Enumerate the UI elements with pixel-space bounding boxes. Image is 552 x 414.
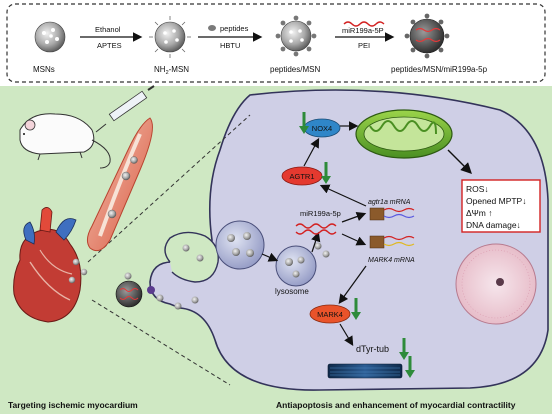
nox4-protein: NOX4 [303, 118, 341, 138]
dtyr-down-arrow [399, 338, 409, 360]
magnified-nanoparticle [115, 280, 155, 308]
label-peptides-msn: peptides/MSN [270, 65, 320, 74]
released-particles [314, 242, 330, 258]
microtubule-fiber [327, 363, 403, 379]
arrow-to-dtyr [339, 323, 354, 347]
label-peptides-reagent: peptides [220, 24, 249, 33]
effect-ros: ROS↓ [466, 184, 489, 194]
agtr1-down-arrow [321, 162, 331, 184]
cardiomyocyte-cell [149, 89, 549, 391]
label-mark4-mrna: MARK4 mRNA [368, 257, 415, 264]
mark4-mrna [369, 235, 415, 249]
label-lysosome: lysosome [275, 287, 309, 296]
fiber-down-arrow [405, 356, 415, 378]
effects-box [461, 179, 541, 233]
label-agtr1a-mrna: agtr1a mRNA [368, 199, 411, 206]
caption-right: Antiapoptosis and enhancement of myocard… [276, 400, 516, 410]
heart-illustration [13, 207, 88, 323]
arrow-release [311, 231, 321, 253]
nucleus [455, 243, 537, 325]
nh2-msn-particle [149, 16, 191, 58]
effect-membrane-potential: ΔΨm ↑ [466, 208, 492, 218]
mouse-illustration [19, 113, 111, 169]
guide-line-lower [91, 299, 231, 386]
label-aptes: APTES [97, 41, 122, 50]
label-agtr1: AGTR1 [289, 172, 314, 181]
effect-dna-damage: DNA damage↓ [466, 220, 521, 230]
arrow-to-agtr1 [319, 184, 367, 207]
extracellular-nanoparticles [124, 244, 204, 310]
peptides-msn-particle [275, 15, 317, 57]
effect-mptp: Opened MPTP↓ [466, 196, 526, 206]
label-ethanol: Ethanol [95, 25, 121, 34]
label-msns: MSNs [33, 65, 55, 74]
arrow-to-mark4-protein [338, 265, 367, 304]
final-nanoparticle [404, 13, 450, 59]
endosome-vesicle [215, 220, 265, 270]
arrow-to-effects [447, 149, 472, 174]
mitochondrion [355, 109, 453, 159]
mark4-down-arrow [351, 298, 361, 320]
label-final-particle: peptides/MSN/miR199a-5p [391, 65, 488, 74]
syringe-icon [95, 85, 155, 133]
mirna-strands [295, 223, 337, 235]
label-nox4: NOX4 [312, 124, 332, 133]
mirna-strand-icon [343, 21, 385, 27]
arrow-to-lysosome [261, 252, 279, 262]
label-mark4: MARK4 [317, 310, 343, 319]
mark4-protein: MARK4 [309, 304, 351, 324]
label-pei: PEI [358, 41, 370, 50]
agtr1a-mrna [369, 207, 415, 221]
caption-left: Targeting ischemic myocardium [8, 400, 138, 410]
agtr1-protein: AGTR1 [281, 166, 323, 186]
label-mir199a: miR199a-5p [300, 209, 341, 218]
label-mir-reagent: miR199a-5P [342, 26, 384, 35]
label-dtyr-tub: dTyr-tub [356, 344, 389, 354]
label-nh2-msn: NH2-MSN [154, 65, 189, 76]
arrow-to-nox4 [303, 137, 320, 167]
synthesis-panel [6, 3, 546, 83]
guide-line-upper [87, 114, 251, 263]
msn-particle [34, 21, 66, 53]
arrow-to-mark4 [341, 233, 367, 246]
arrow-to-agtr1a [341, 211, 367, 223]
lysosome-vesicle [275, 245, 317, 287]
peptide-icon [208, 25, 216, 31]
nox4-down-arrow [299, 112, 309, 134]
blood-vessel [86, 117, 153, 252]
label-hbtu: HBTU [220, 41, 240, 50]
